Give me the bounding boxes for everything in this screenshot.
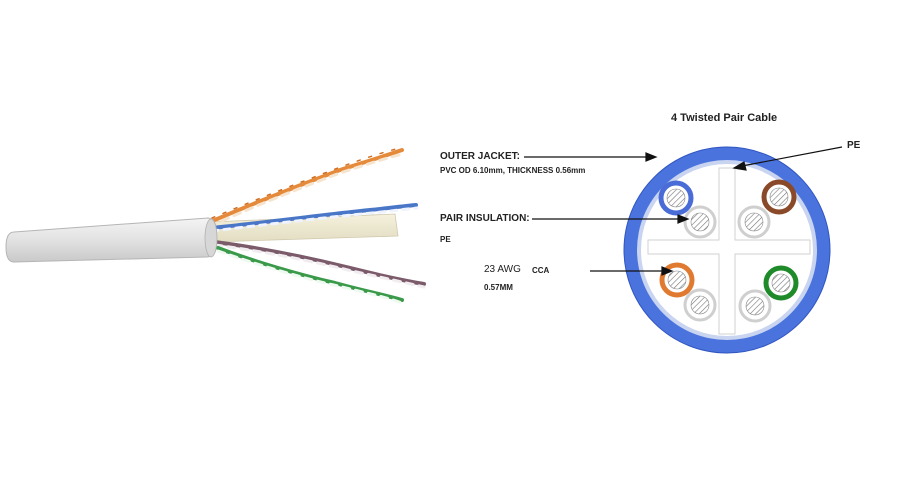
diagram-title: 4 Twisted Pair Cable <box>671 112 778 124</box>
cross-section <box>524 146 843 354</box>
conductor-material: CCA <box>532 266 550 275</box>
pe-cross-separator <box>647 167 811 335</box>
outer-jacket-spec: PVC OD 6.10mm, THICKNESS 0.56mm <box>440 166 586 175</box>
brown-pair <box>213 240 426 289</box>
pe-label: PE <box>847 140 861 151</box>
blue-pair <box>210 203 419 233</box>
outer-jacket-label: OUTER JACKET: <box>440 151 521 162</box>
pe-arrow <box>741 146 843 167</box>
leader-arrows <box>524 146 843 276</box>
conductor-diameter: 0.57MM <box>484 283 513 292</box>
pair-insulation-material: PE <box>440 235 451 244</box>
green-pair <box>216 246 404 305</box>
conductor-gauge: 23 AWG <box>484 264 521 275</box>
pair-insulation-label: PAIR INSULATION: <box>440 213 530 224</box>
orange-pair <box>208 147 405 228</box>
cable-photo <box>5 147 426 305</box>
cable-sheath-end <box>204 218 218 258</box>
cable-sheath <box>5 217 217 263</box>
